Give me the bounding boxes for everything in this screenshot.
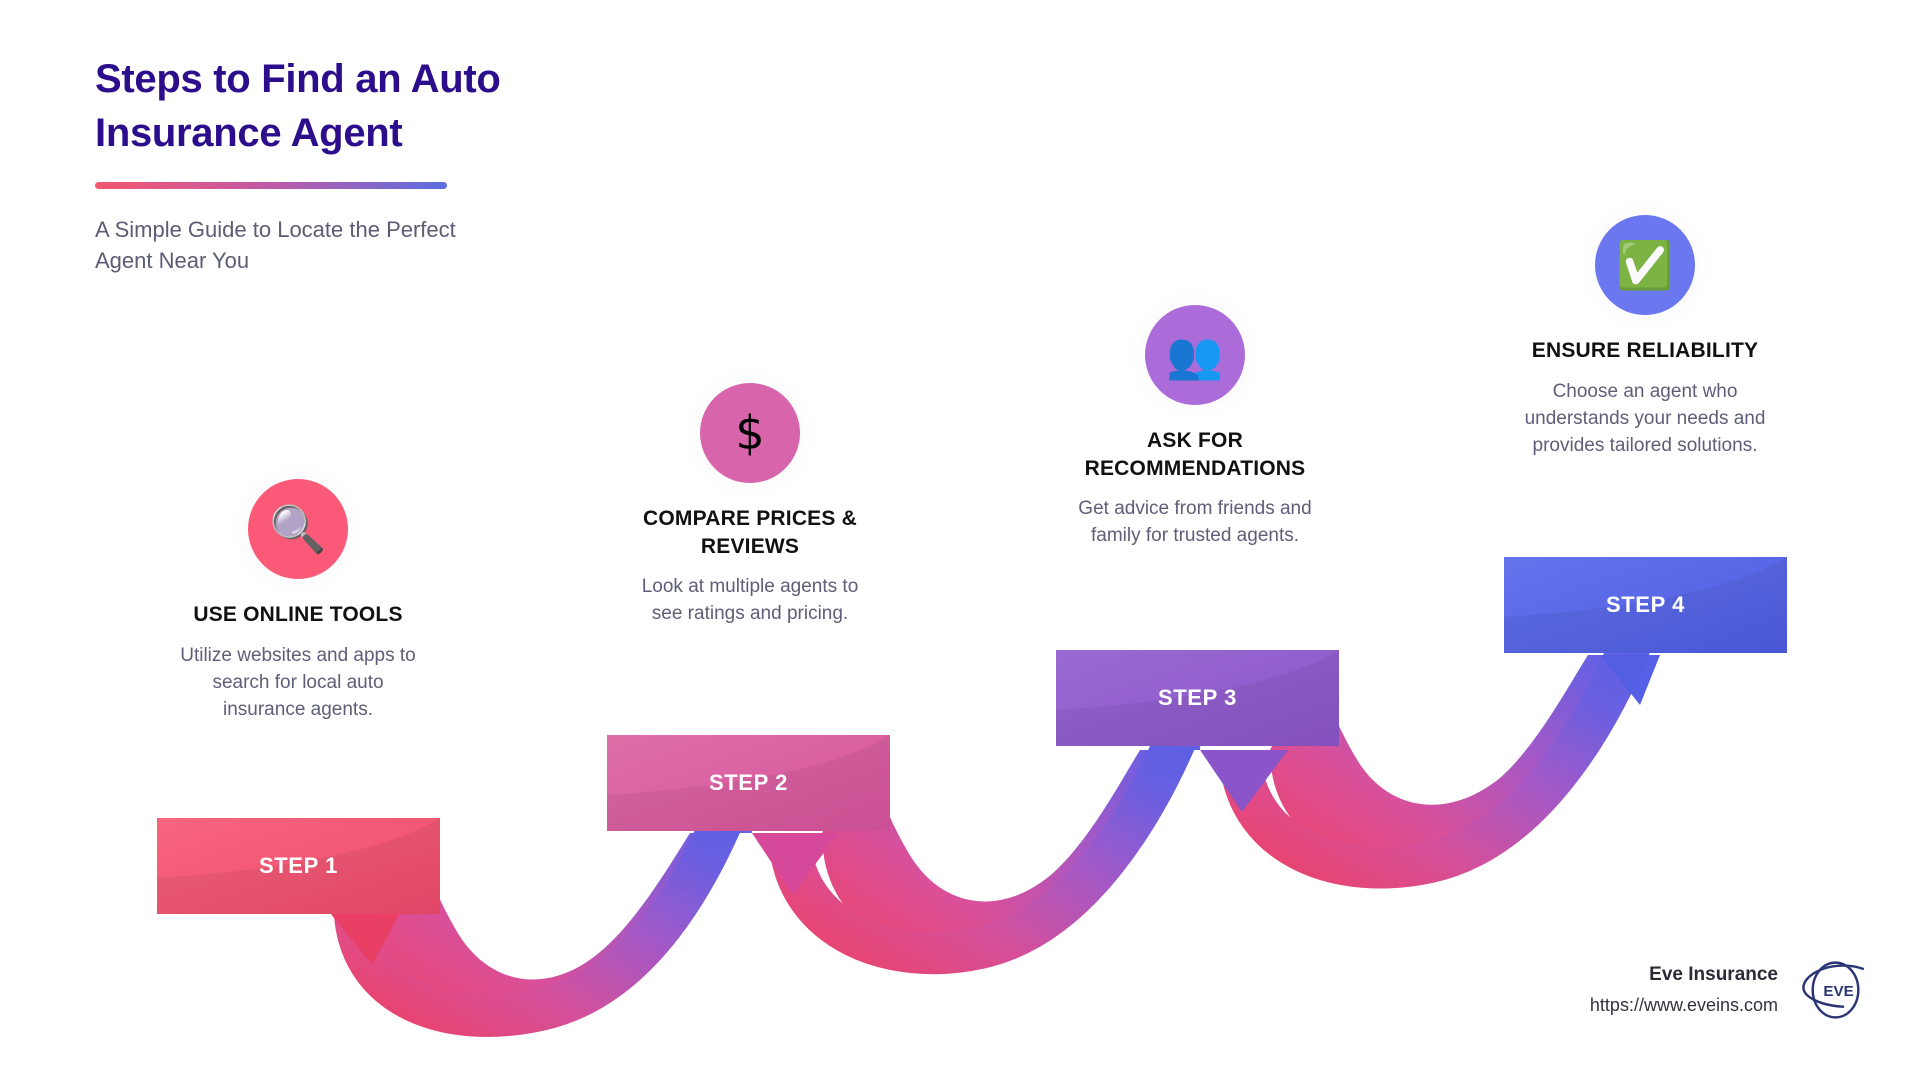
header-block: Steps to Find an Auto Insurance Agent A … xyxy=(95,52,715,276)
footer-website-url[interactable]: https://www.eveins.com xyxy=(1589,994,1778,1015)
step-3-icon-circle: 👥 xyxy=(1145,305,1245,405)
footer-brand-name: Eve Insurance xyxy=(1649,964,1778,986)
step-4-heading: ENSURE RELIABILITY xyxy=(1531,339,1759,362)
step-3-banner-label: STEP 3 xyxy=(1157,685,1237,710)
logo-text: EVE xyxy=(1823,983,1853,1000)
page-title: Steps to Find an Auto Insurance Agent xyxy=(95,57,501,155)
step-1-column: 🔍 USE ONLINE TOOLS Utilize websites and … xyxy=(133,479,463,724)
step-4-column: ✅ ENSURE RELIABILITY Choose an agent who… xyxy=(1480,215,1810,460)
step-1-banner: STEP 1 xyxy=(157,818,440,914)
step-1-icon-circle: 🔍 xyxy=(248,479,348,579)
title-divider xyxy=(95,182,447,189)
step-3-heading: ASK FOR RECOMMENDATIONS xyxy=(1084,429,1306,480)
step-1-banner-label: STEP 1 xyxy=(258,853,338,878)
step-2-description: Look at multiple agents to see ratings a… xyxy=(641,576,859,625)
people-busts-icon: 👥 xyxy=(1166,328,1224,382)
footer-text-block: Eve Insurance https://www.eveins.com xyxy=(1590,961,1778,1019)
step-4-banner-label: STEP 4 xyxy=(1605,592,1685,617)
step-3-column: 👥 ASK FOR RECOMMENDATIONS Get advice fro… xyxy=(1030,305,1360,550)
step-3-banner: STEP 3 xyxy=(1056,650,1339,746)
step-2-banner-label: STEP 2 xyxy=(708,770,788,795)
step-2-column: $ COMPARE PRICES & REVIEWS Look at multi… xyxy=(585,383,915,628)
step-1-description: Utilize websites and apps to search for … xyxy=(180,644,416,720)
step-2-heading: COMPARE PRICES & REVIEWS xyxy=(643,507,857,558)
step-3-description: Get advice from friends and family for t… xyxy=(1078,498,1312,547)
footer: Eve Insurance https://www.eveins.com EVE xyxy=(1590,952,1872,1028)
step-4-description: Choose an agent who understands your nee… xyxy=(1524,380,1766,456)
step-2-icon-circle: $ xyxy=(700,383,800,483)
page-subtitle: A Simple Guide to Locate the Perfect Age… xyxy=(95,217,456,274)
step-1-heading: USE ONLINE TOOLS xyxy=(193,603,403,626)
dollar-sign-icon: $ xyxy=(735,406,765,460)
eve-insurance-logo: EVE xyxy=(1802,961,1865,1019)
magnifying-glass-icon: 🔍 xyxy=(269,502,327,556)
step-2-banner: STEP 2 xyxy=(607,735,890,831)
step-4-icon-circle: ✅ xyxy=(1595,215,1695,315)
check-mark-button-icon: ✅ xyxy=(1616,238,1674,292)
step-4-banner: STEP 4 xyxy=(1504,557,1787,653)
